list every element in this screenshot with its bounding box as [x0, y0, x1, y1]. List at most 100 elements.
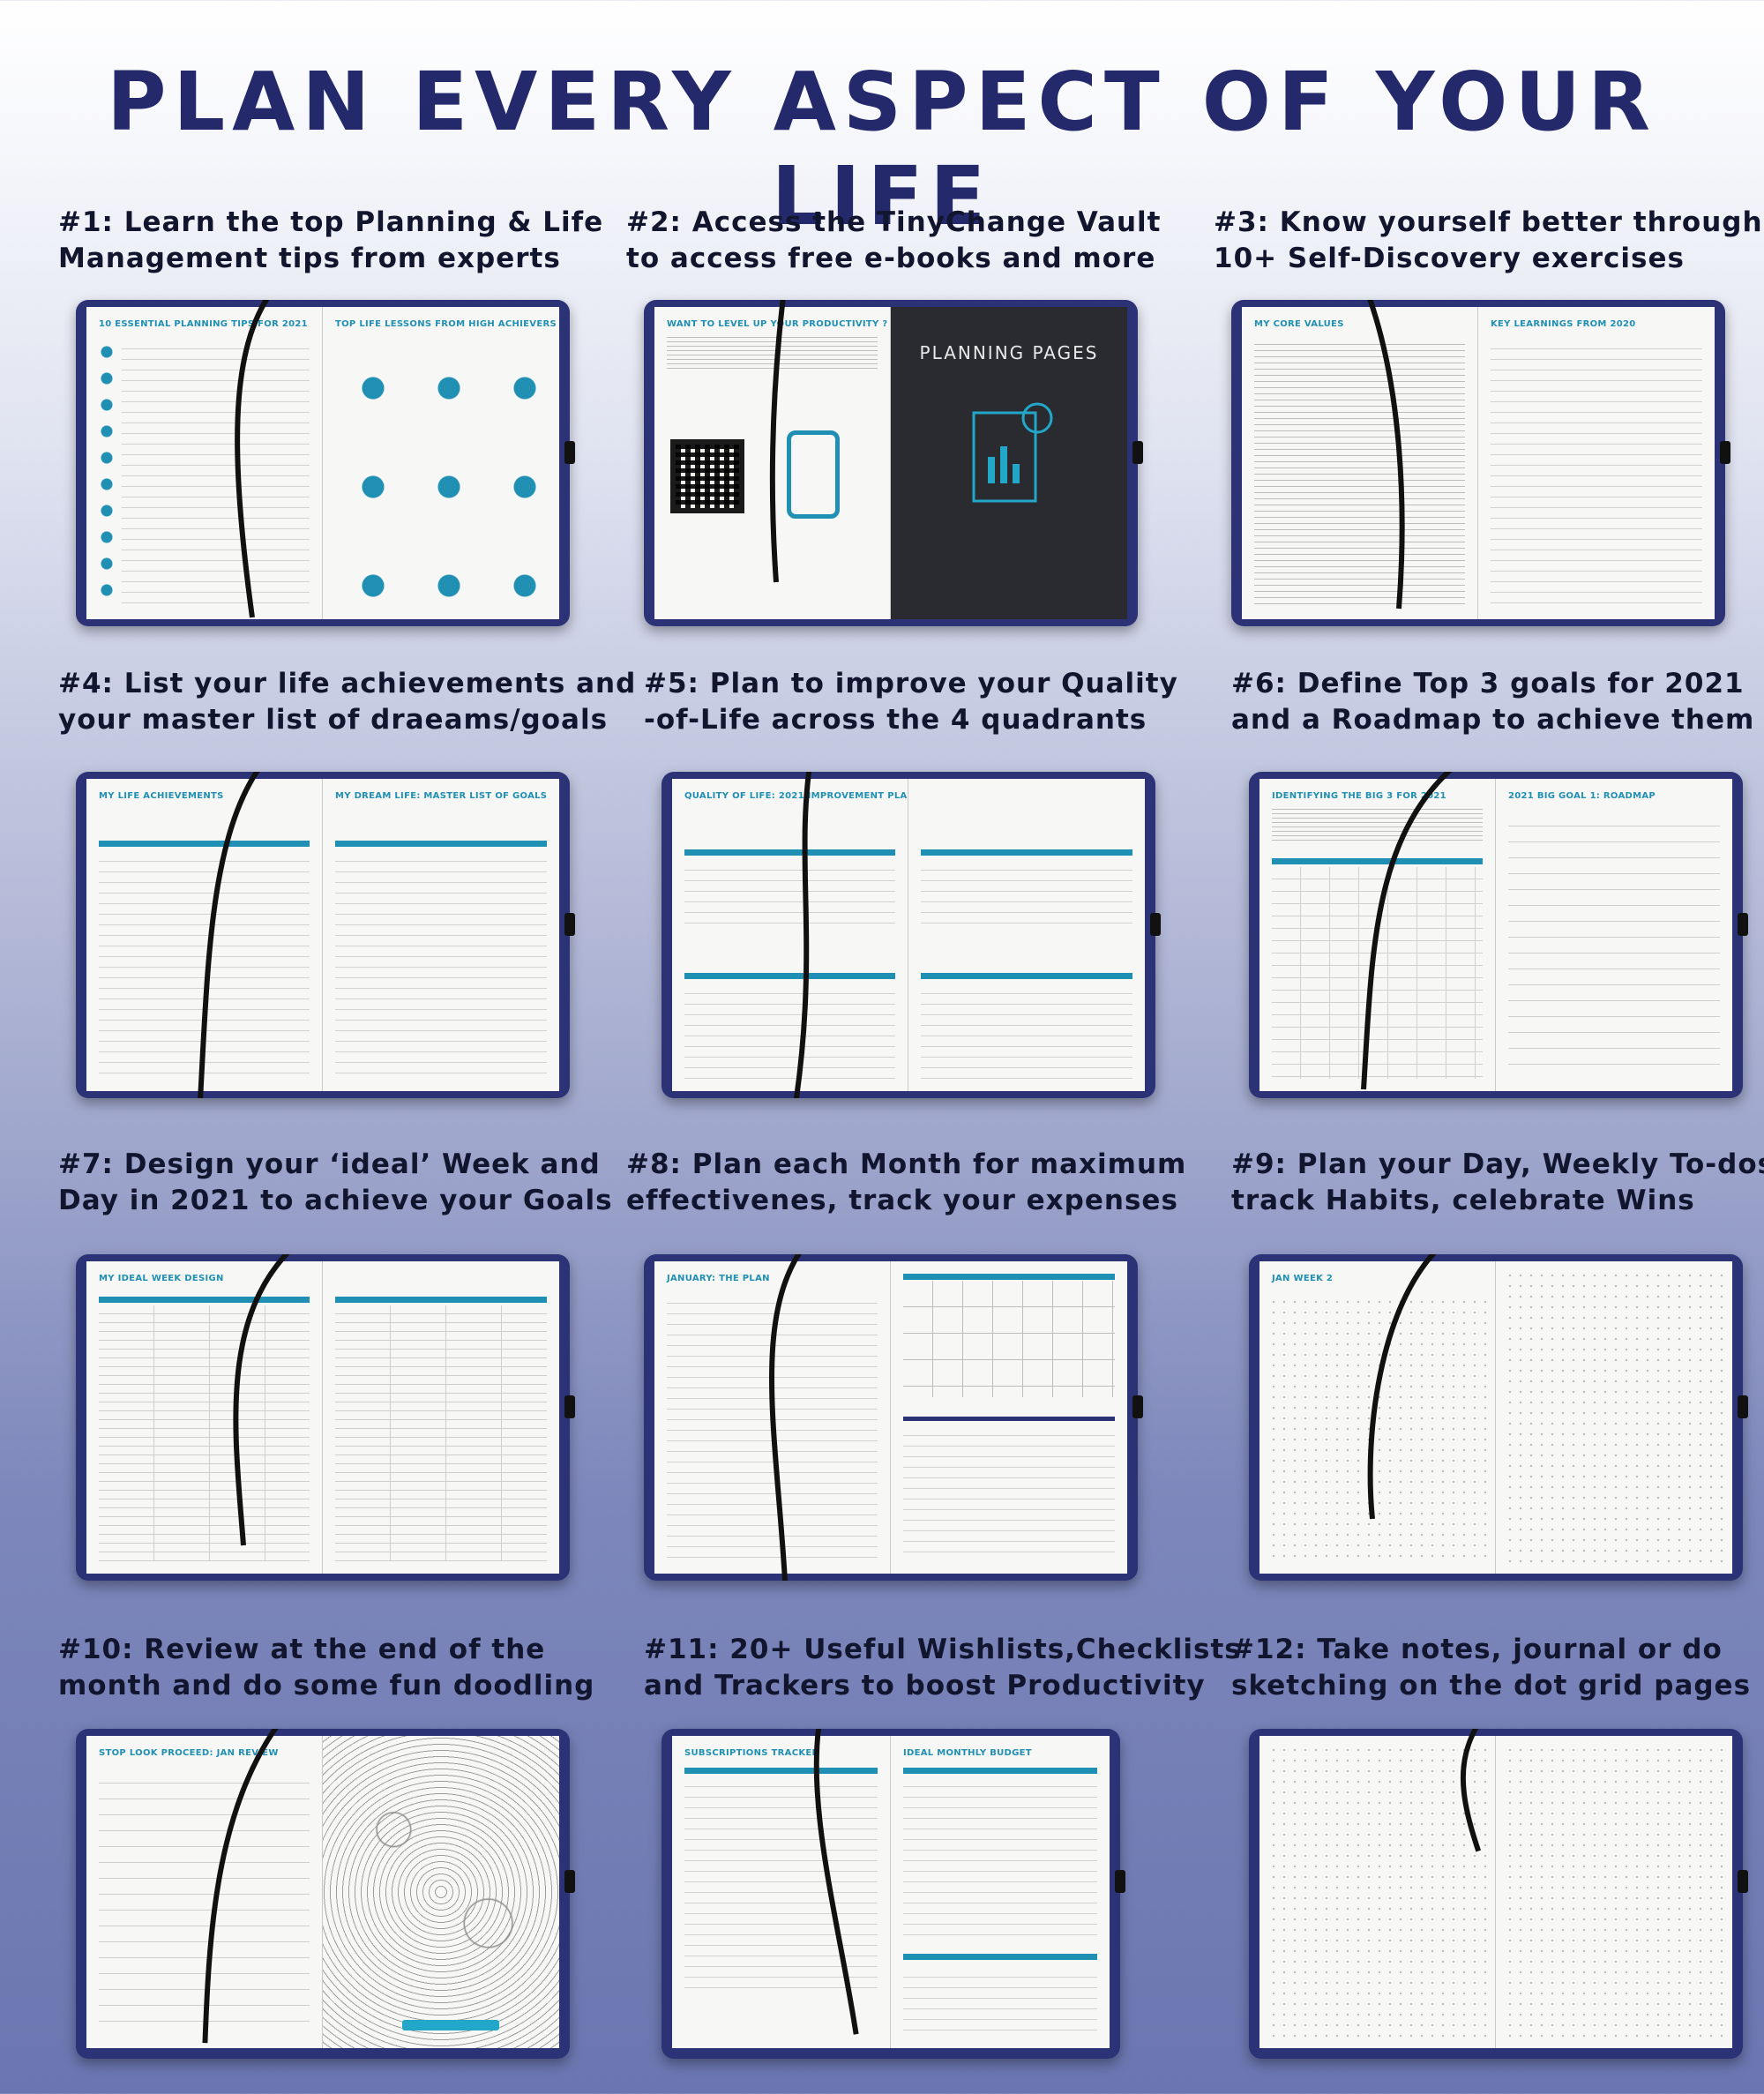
calendar-header-bar	[903, 1274, 1115, 1280]
planner-spread: IDENTIFYING THE BIG 3 FOR 2021 2021 BIG …	[1249, 772, 1748, 1098]
feature-3: #3: Know yourself better through 10+ Sel…	[1214, 205, 1762, 681]
feature-11: #11: 20+ Useful Wishlists,Checklists and…	[644, 1632, 1241, 2094]
caption-line-2: -of-Life across the 4 quadrants	[644, 704, 1147, 736]
caption-line-1: #12: Take notes, journal or do	[1231, 1634, 1723, 1665]
document-chart-icon	[972, 402, 1053, 503]
elastic-band	[564, 913, 575, 936]
left-page-title: MY CORE VALUES	[1254, 319, 1344, 329]
left-page: MY CORE VALUES	[1242, 307, 1478, 619]
right-page-title: PLANNING PAGES	[919, 342, 1099, 363]
month-calendar-grid	[903, 1281, 1115, 1397]
left-page: JANUARY: THE PLAN	[654, 1261, 891, 1574]
left-page-title: STOP LOOK PROCEED: JAN REVIEW	[99, 1748, 279, 1758]
planner-spread: MY CORE VALUES KEY LEARNINGS FROM 2020	[1231, 300, 1730, 626]
caption-line-2: month and do some fun doodling	[58, 1670, 595, 1701]
feature-caption: #12: Take notes, journal or do sketching…	[1231, 1632, 1764, 1704]
dot-grid	[1268, 1745, 1486, 2039]
week-grid	[99, 1305, 310, 1561]
right-page: KEY LEARNINGS FROM 2020	[1478, 307, 1715, 619]
caption-line-1: #1: Learn the top Planning & Life	[58, 206, 604, 238]
caption-line-2: and Trackers to boost Productivity	[644, 1670, 1206, 1701]
caption-line-2: and a Roadmap to achieve them	[1231, 704, 1755, 736]
right-page: IDEAL MONTHLY BUDGET	[891, 1736, 1110, 2048]
left-page: WANT TO LEVEL UP YOUR PRODUCTIVITY ?	[654, 307, 891, 619]
planner-spread	[1249, 1729, 1748, 2059]
caption-line-2: 10+ Self-Discovery exercises	[1214, 243, 1685, 274]
quadrant-bar-mind	[684, 973, 895, 979]
feature-caption: #3: Know yourself better through 10+ Sel…	[1214, 205, 1764, 277]
elastic-band	[1132, 441, 1143, 464]
page-lines	[335, 851, 547, 1079]
table-header-bar	[684, 1768, 878, 1774]
elastic-band	[564, 1395, 575, 1418]
qr-code	[670, 439, 744, 513]
caption-line-2: Day in 2021 to achieve your Goals	[58, 1185, 613, 1216]
page-lines	[684, 860, 895, 924]
goals-grid	[1272, 867, 1483, 1079]
right-page-title: MY DREAM LIFE: MASTER LIST OF GOALS	[335, 791, 548, 801]
page-lines	[1508, 811, 1720, 1079]
feature-caption: #11: 20+ Useful Wishlists,Checklists and…	[644, 1632, 1241, 1704]
caption-line-2: your master list of draeams/goals	[58, 704, 609, 736]
elastic-band	[564, 441, 575, 464]
elastic-band	[1150, 913, 1161, 936]
left-page: IDENTIFYING THE BIG 3 FOR 2021	[1259, 779, 1496, 1091]
caption-line-1: #8: Plan each Month for maximum	[626, 1148, 1187, 1180]
left-page-title: MY IDEAL WEEK DESIGN	[99, 1274, 224, 1283]
elastic-band	[1132, 1395, 1143, 1418]
quadrant-bar-relationships	[921, 849, 1132, 856]
caption-line-1: #6: Define Top 3 goals for 2021	[1231, 668, 1745, 699]
budget-section-bar	[903, 1954, 1097, 1960]
week-grid	[335, 1305, 547, 1561]
planner-spread: JANUARY: THE PLAN	[644, 1254, 1143, 1581]
values-list	[1254, 339, 1465, 607]
feature-caption: #8: Plan each Month for maximum effectiv…	[626, 1147, 1191, 1219]
feature-12: #12: Take notes, journal or do sketching…	[1231, 1632, 1764, 2094]
planner-spread: 10 ESSENTIAL PLANNING TIPS FOR 2021 TOP …	[76, 300, 575, 626]
feature-9: #9: Plan your Day, Weekly To-dos, track …	[1231, 1147, 1764, 1623]
right-page	[323, 1736, 559, 2048]
right-page-title: 2021 BIG GOAL 1: ROADMAP	[1508, 791, 1656, 801]
dot-grid	[1505, 1745, 1723, 2039]
elastic-band	[1738, 1395, 1748, 1418]
feature-caption: #9: Plan your Day, Weekly To-dos, track …	[1231, 1147, 1764, 1219]
table-header-bar	[1272, 858, 1483, 864]
elastic-band	[1738, 1870, 1748, 1893]
feature-10: #10: Review at the end of the month and …	[58, 1632, 605, 2094]
right-page	[1496, 1736, 1732, 2048]
planner-spread: JAN WEEK 2	[1249, 1254, 1748, 1581]
doodle-artwork	[323, 1736, 559, 2048]
page-headline: PLAN EVERY ASPECT OF YOUR LIFE	[107, 55, 1657, 243]
caption-line-2: to access free e-books and more	[626, 243, 1156, 274]
right-page: 2021 BIG GOAL 1: ROADMAP	[1496, 779, 1732, 1091]
feature-6: #6: Define Top 3 goals for 2021 and a Ro…	[1231, 666, 1764, 1142]
feature-caption: #1: Learn the top Planning & Life Manage…	[58, 205, 623, 277]
page-lines	[99, 851, 310, 1079]
planner-spread: MY LIFE ACHIEVEMENTS MY DREAM LIFE: MAST…	[76, 772, 575, 1098]
feature-caption: #6: Define Top 3 goals for 2021 and a Ro…	[1231, 666, 1764, 738]
planner-spread: STOP LOOK PROCEED: JAN REVIEW	[76, 1729, 575, 2059]
caption-line-2: sketching on the dot grid pages	[1231, 1670, 1752, 1701]
feature-2: #2: Access the TinyChange Vault to acces…	[626, 205, 1173, 681]
feature-7: #7: Design your ‘ideal’ Week and Day in …	[58, 1147, 612, 1623]
left-page: MY LIFE ACHIEVEMENTS	[86, 779, 323, 1091]
ribbon-tab	[402, 2020, 499, 2030]
feature-4: #4: List your life achievements and your…	[58, 666, 635, 1142]
caption-line-1: #3: Know yourself better through	[1214, 206, 1763, 238]
left-page	[1259, 1736, 1496, 2048]
right-page	[1496, 1261, 1732, 1574]
quadrant-bar-world	[921, 973, 1132, 979]
left-page-title: JAN WEEK 2	[1272, 1274, 1334, 1283]
feature-caption: #2: Access the TinyChange Vault to acces…	[626, 205, 1191, 277]
caption-line-2: Management tips from experts	[58, 243, 561, 274]
right-page: PLANNING PAGES	[891, 307, 1127, 619]
page-lines	[684, 1776, 878, 1995]
left-page-title: 10 ESSENTIAL PLANNING TIPS FOR 2021	[99, 319, 308, 329]
page-lines	[903, 1967, 1097, 2036]
right-page	[323, 1261, 559, 1574]
feature-8: #8: Plan each Month for maximum effectiv…	[626, 1147, 1185, 1623]
caption-line-1: #5: Plan to improve your Quality	[644, 668, 1178, 699]
right-page	[908, 779, 1145, 1091]
caption-line-1: #7: Design your ‘ideal’ Week and	[58, 1148, 601, 1180]
tip-icons	[97, 339, 116, 607]
